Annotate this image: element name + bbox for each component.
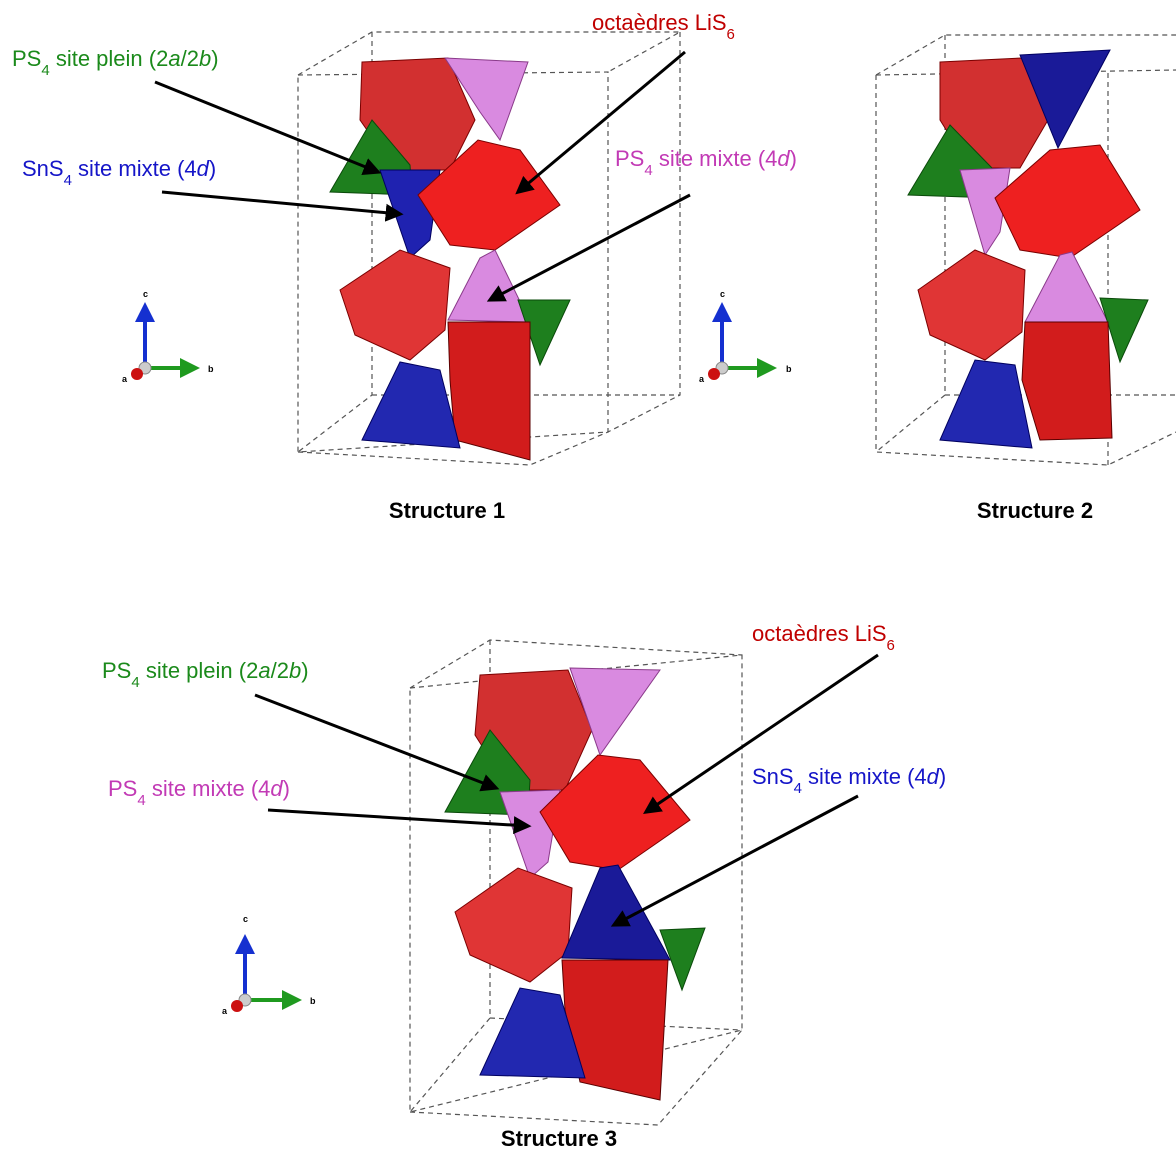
- caption-structure-2: Structure 2: [977, 498, 1093, 523]
- lis6-octahedron: [917, 249, 1026, 361]
- structure-2: c b a Structure 2: [699, 34, 1176, 523]
- polyhedra: [444, 667, 706, 1101]
- axes-triad: c b a: [122, 289, 214, 384]
- axis-b-label: b: [786, 364, 792, 374]
- ps4-mixte-tetrahedron: [1024, 251, 1109, 323]
- arrow-sns4-mixte: [610, 794, 859, 927]
- arrow-ps4-plein: [154, 80, 382, 175]
- label-ps4-site-mixte: PS4 site mixte (4d): [615, 146, 797, 179]
- lis6-octahedron: [454, 867, 573, 983]
- lis6-octahedron: [539, 754, 691, 871]
- axis-a-label: a: [222, 1006, 228, 1016]
- structure-1: c b a PS4 site plein (2a/2b) SnS4 site m…: [12, 10, 797, 523]
- lis6-octahedron: [339, 249, 451, 361]
- lis6-octahedron: [1021, 321, 1113, 441]
- polyhedra: [907, 49, 1149, 449]
- axis-c-label: c: [720, 289, 725, 299]
- axis-a-label: a: [122, 374, 128, 384]
- sns4-mixte-tetrahedron: [479, 987, 586, 1079]
- label-sns4-site-mixte: SnS4 site mixte (4d): [22, 156, 216, 189]
- label-ps4-site-plein: PS4 site plein (2a/2b): [102, 658, 309, 691]
- arrow-ps4-plein: [254, 693, 500, 792]
- ps4-plein-tetrahedron: [659, 927, 706, 992]
- axis-b-label: b: [208, 364, 214, 374]
- sns4-mixte-tetrahedron: [939, 359, 1033, 449]
- label-ps4-site-plein: PS4 site plein (2a/2b): [12, 46, 219, 79]
- label-sns4-site-mixte: SnS4 site mixte (4d): [752, 764, 946, 797]
- axis-c-label: c: [243, 914, 248, 924]
- axis-a-label: a: [699, 374, 705, 384]
- polyhedra: [329, 57, 571, 461]
- ps4-plein-tetrahedron: [1099, 297, 1149, 364]
- lis6-octahedron: [561, 959, 669, 1101]
- arrow-sns4-mixte: [161, 190, 404, 222]
- axes-triad: c b a: [222, 914, 316, 1016]
- ps4-mixte-tetrahedron: [444, 57, 529, 142]
- sns4-mixte-tetrahedron: [361, 361, 461, 449]
- axes-triad: c b a: [699, 289, 792, 384]
- arrow-ps4-mixte: [267, 808, 532, 835]
- lis6-octahedron: [994, 144, 1141, 259]
- label-lis6-octaedres: octaèdres LiS6: [592, 10, 735, 43]
- structure-3: c b a PS4 site plein (2a/2b) octaèdres L…: [102, 621, 946, 1151]
- caption-structure-3: Structure 3: [501, 1126, 617, 1151]
- label-ps4-site-mixte: PS4 site mixte (4d): [108, 776, 290, 809]
- ps4-mixte-tetrahedron: [569, 667, 661, 757]
- label-lis6-octaedres: octaèdres LiS6: [752, 621, 895, 654]
- sns4-mixte-tetrahedron: [1019, 49, 1111, 150]
- axis-c-label: c: [143, 289, 148, 299]
- lis6-octahedron: [447, 321, 531, 461]
- axis-b-label: b: [310, 996, 316, 1006]
- ps4-mixte-tetrahedron: [959, 167, 1011, 257]
- sns4-mixte-tetrahedron: [561, 864, 671, 961]
- caption-structure-1: Structure 1: [389, 498, 505, 523]
- lis6-octahedron: [417, 139, 561, 251]
- arrow-lis6: [643, 653, 879, 815]
- arrow-ps4-mixte: [486, 193, 691, 302]
- arrow-lis6: [515, 50, 686, 195]
